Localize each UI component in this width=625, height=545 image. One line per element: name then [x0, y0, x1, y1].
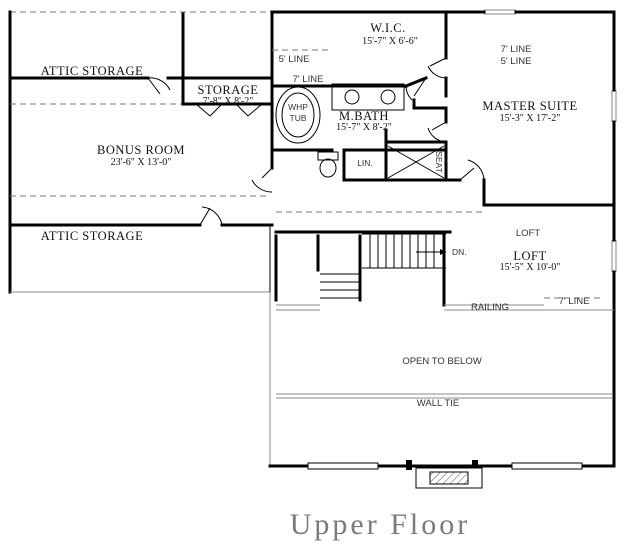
master-5-line-label: 5' LINE: [501, 56, 532, 67]
loft-tag: LOFT: [516, 228, 540, 239]
staircase: [320, 233, 446, 299]
attic-storage-bottom-label: ATTIC STORAGE: [41, 229, 143, 243]
storage-label: STORAGE: [198, 83, 259, 97]
wall-tie-label: WALL TIE: [417, 398, 459, 409]
left-wing-outline: [8, 10, 272, 294]
loft-7-line-label: 7' LINE: [559, 296, 590, 307]
loft-label: LOFT: [513, 249, 546, 263]
storage-dims: 7'-8" X 8'-2": [203, 96, 254, 107]
wic-walls: [270, 10, 448, 101]
whp-tub-label-2: TUB: [290, 113, 307, 123]
seat-label: SEAT: [434, 151, 444, 173]
wic-5-line-label: 5' LINE: [279, 54, 310, 65]
bonus-room-label: BONUS ROOM: [97, 143, 185, 157]
plan-title: Upper Floor: [290, 508, 470, 541]
railing-label: RAILING: [471, 302, 509, 313]
dn-label: DN.: [452, 247, 467, 257]
loft-dims: 15'-5" X 10'-0": [500, 262, 561, 273]
storage-room-walls: [181, 76, 274, 117]
mbath-label: M.BATH: [339, 109, 389, 123]
wic-7-line-label: 7' LINE: [293, 74, 324, 85]
attic-storage-top-wall: [8, 76, 274, 95]
master-suite-label: MASTER SUITE: [482, 99, 577, 113]
wic-label: W.I.C.: [370, 21, 406, 35]
attic-storage-top-label: ATTIC STORAGE: [41, 64, 143, 78]
attic-storage-bottom-wall: [8, 206, 274, 227]
railing-open-area: [269, 211, 614, 466]
open-to-below-label: OPEN TO BELOW: [402, 356, 481, 367]
bottom-exterior-wall: [268, 460, 616, 489]
mbath-dims: 15'-7" X 8'-2": [336, 122, 392, 133]
wic-dims: 15'-7" X 6'-6": [362, 36, 418, 47]
mbath-walls: [251, 83, 448, 193]
whp-tub-label-1: WHP: [288, 102, 308, 112]
master-suite-walls: [274, 159, 616, 307]
master-suite-dims: 15'-3" X 17'-2": [500, 113, 561, 124]
master-7-line-label: 7' LINE: [501, 44, 532, 55]
lin-label: LIN.: [357, 158, 373, 168]
bonus-room-dims: 23'-6" X 13'-0": [111, 157, 172, 168]
main-block-walls: [270, 9, 617, 468]
